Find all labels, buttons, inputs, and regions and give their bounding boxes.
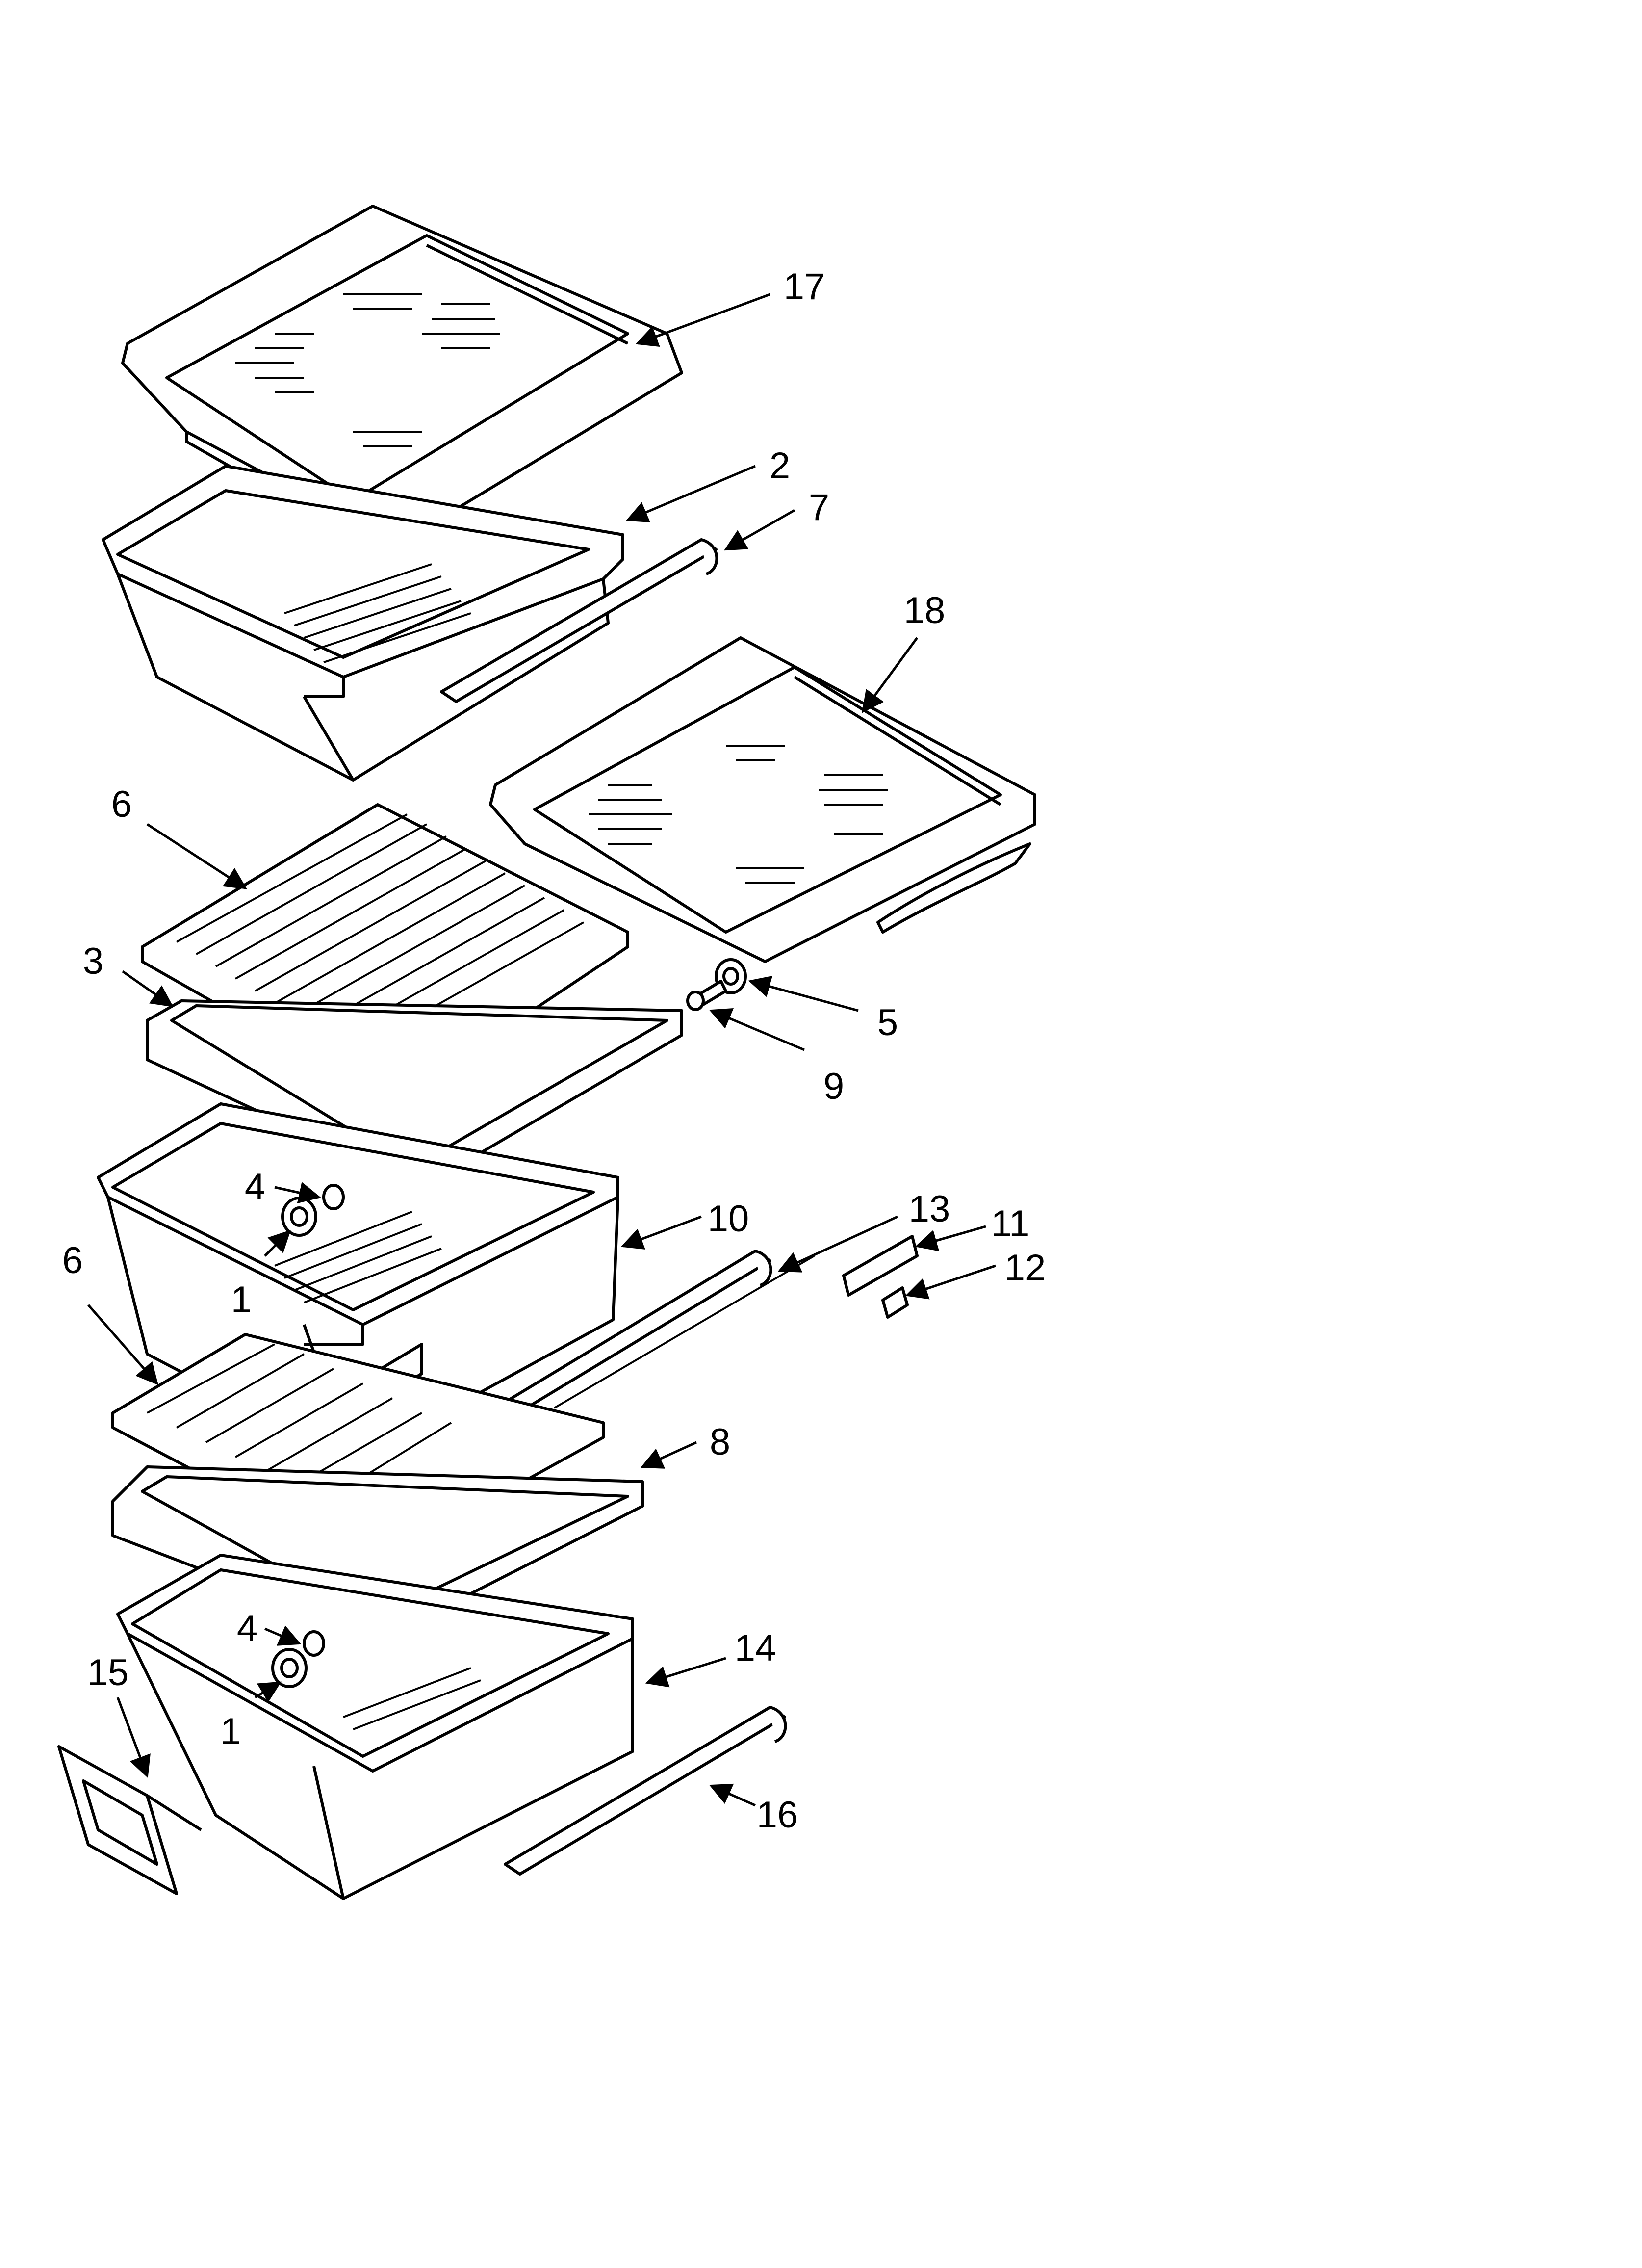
trim-strip-7 <box>440 538 718 703</box>
cover-frame-3 <box>146 999 683 1189</box>
crisper-cover-6-lower <box>111 1333 605 1566</box>
callout-4-upper: 4 <box>244 1166 266 1208</box>
callout-10: 10 <box>707 1198 749 1240</box>
roller-4-lower <box>303 1630 325 1657</box>
callout-18: 18 <box>903 590 946 631</box>
callout-6-lower: 6 <box>62 1240 83 1281</box>
glass-shelf-17 <box>121 205 683 561</box>
callout-7: 7 <box>808 487 830 528</box>
roller-1-upper <box>281 1197 317 1237</box>
callout-13: 13 <box>908 1188 950 1230</box>
callout-4-lower: 4 <box>236 1608 258 1649</box>
roller-4-upper <box>322 1184 345 1210</box>
callout-1-upper: 1 <box>231 1279 252 1321</box>
callout-3: 3 <box>82 940 104 982</box>
roller-1-lower <box>271 1648 308 1688</box>
callout-17: 17 <box>783 266 825 308</box>
callout-6-upper: 6 <box>111 783 132 825</box>
callout-16: 16 <box>756 1794 798 1836</box>
slide-11 <box>842 1235 919 1297</box>
crisper-pan-14 <box>116 1554 634 1900</box>
callout-2: 2 <box>769 445 791 487</box>
leader-lines <box>87 293 996 1807</box>
callout-8: 8 <box>709 1421 731 1463</box>
callout-12: 12 <box>1004 1247 1046 1289</box>
axle-9 <box>686 980 727 1011</box>
label-panel-15 <box>57 1745 202 1895</box>
crisper-pan-10 <box>97 1102 619 1463</box>
trim-strip-16 <box>504 1706 787 1876</box>
callout-9: 9 <box>823 1066 845 1107</box>
callout-11: 11 <box>991 1203 1030 1245</box>
trim-strip-13 <box>494 1250 772 1419</box>
slide-control-12 <box>553 1255 909 1409</box>
callout-1-lower: 1 <box>220 1711 241 1752</box>
callout-15: 15 <box>87 1652 129 1694</box>
glass-shelf-18 <box>489 636 1036 963</box>
crisper-pan-2 <box>102 465 624 782</box>
callout-14: 14 <box>734 1627 776 1669</box>
callout-5: 5 <box>877 1002 898 1043</box>
